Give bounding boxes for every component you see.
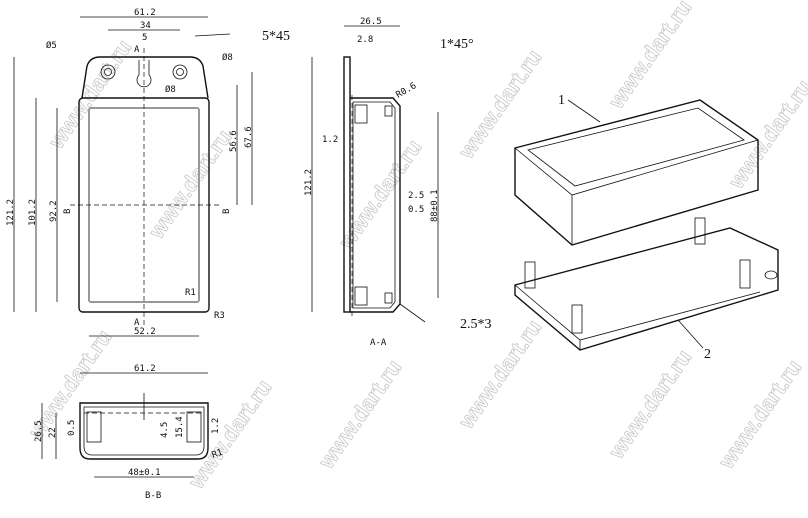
boss — [524, 261, 536, 289]
watermark: www.dart.ru — [453, 45, 547, 164]
keyhole-slot — [136, 60, 152, 88]
mounting-flange — [81, 56, 209, 99]
leader-line — [567, 99, 601, 123]
watermark-layer: www.dart.ru www.dart.ru www.dart.ru www.… — [23, 0, 808, 494]
leader-line — [677, 319, 704, 349]
boss-cap-top — [384, 105, 393, 117]
dim-boss-spacing: 88±0.1 — [430, 189, 440, 222]
section-b-b: 61.2 26.5 22 0.5 4.5 15.4 1.2 R1 48±0.1 … — [34, 364, 224, 501]
radius-note: R0.6 — [395, 81, 419, 101]
mount-hole — [764, 270, 778, 280]
dim-4-5: 4.5 — [160, 422, 170, 438]
dim-width-overall: 61.2 — [134, 8, 156, 18]
mount-hole-right — [172, 64, 188, 80]
part-label-lid: 1 — [558, 93, 565, 108]
flange-profile — [343, 56, 351, 313]
boss-right — [186, 411, 202, 443]
dim-boss-spacing: 48±0.1 — [128, 468, 161, 478]
dim-flange-thickness: 2.8 — [357, 35, 373, 45]
dim-wall: 1.2 — [211, 418, 221, 434]
dim-inner-height: 22 — [48, 427, 58, 438]
part-label-base: 2 — [704, 347, 711, 362]
lid — [514, 99, 759, 246]
dim-0-5: 0.5 — [67, 420, 77, 436]
leader-line — [194, 33, 231, 37]
section-outline — [79, 402, 209, 460]
radius-inner: R1 — [185, 288, 196, 298]
watermark: www.dart.ru — [603, 0, 697, 114]
mount-hole-right-inner — [176, 68, 184, 76]
watermark: www.dart.ru — [313, 355, 407, 474]
body-profile — [350, 97, 401, 313]
wall-inner — [83, 406, 205, 456]
dim-hole-slot: Ø8 — [165, 84, 176, 95]
screw-note: 2.5*3 — [460, 317, 492, 332]
dim-hole-right: Ø8 — [222, 52, 233, 63]
radius-note: R1 — [211, 448, 225, 461]
dim-0-5: 0.5 — [408, 205, 424, 215]
watermark: www.dart.ru — [453, 315, 547, 434]
dim-length-body: 101.2 — [28, 199, 38, 226]
section-mark-b-left: B — [63, 209, 73, 214]
mount-hole-left — [100, 64, 116, 80]
dim-hole-spacing: 34 — [140, 21, 151, 31]
chamfer-note: 5*45 — [262, 29, 290, 44]
boss — [571, 304, 583, 334]
dim-width: 61.2 — [134, 364, 156, 374]
section-mark-b-right: B — [222, 209, 232, 214]
dim-slot-width: 5 — [142, 33, 147, 43]
section-title: B-B — [145, 491, 161, 501]
boss-bottom — [354, 286, 368, 306]
dim-56-6: 56.6 — [229, 130, 239, 152]
dim-depth: 26.5 — [360, 17, 382, 27]
leader-line — [399, 303, 426, 323]
boss — [739, 259, 751, 289]
dim-67-6: 67.6 — [244, 126, 254, 148]
lid-top-face — [527, 107, 745, 187]
dim-height: 26.5 — [34, 420, 44, 442]
section-title: A-A — [370, 338, 387, 348]
watermark: www.dart.ru — [183, 375, 277, 494]
dim-15-4: 15.4 — [175, 416, 185, 438]
isometric-view: 1 2 — [514, 93, 779, 362]
dim-2-5: 2.5 — [408, 191, 424, 201]
top-view: 61.2 34 5 A A Ø5 Ø8 Ø8 5*45 56.6 67.6 12… — [6, 8, 290, 337]
mount-hole-left-inner — [104, 68, 112, 76]
dim-hole-small: Ø5 — [46, 40, 57, 51]
watermark: www.dart.ru — [713, 355, 807, 474]
chamfer-note: 1*45° — [440, 37, 474, 52]
dim-length-overall: 121.2 — [6, 199, 16, 226]
base-edges — [514, 284, 761, 350]
base — [514, 227, 779, 351]
boss-left — [86, 411, 102, 443]
section-mark-a-bottom: A — [134, 318, 140, 328]
wall-inner — [352, 101, 396, 309]
watermark: www.dart.ru — [143, 125, 237, 244]
watermark: www.dart.ru — [603, 345, 697, 464]
boss-cap-bottom — [384, 292, 393, 304]
section-mark-a-top: A — [134, 45, 140, 55]
dim-wall: 1.2 — [322, 135, 338, 145]
radius-outer: R3 — [214, 311, 225, 321]
lid-edges — [514, 139, 759, 245]
dim-length: 121.2 — [304, 169, 314, 196]
dim-length-inner: 92.2 — [49, 200, 59, 222]
dim-width-inner: 52.2 — [134, 327, 156, 337]
boss-top — [354, 104, 368, 124]
boss — [694, 217, 706, 245]
